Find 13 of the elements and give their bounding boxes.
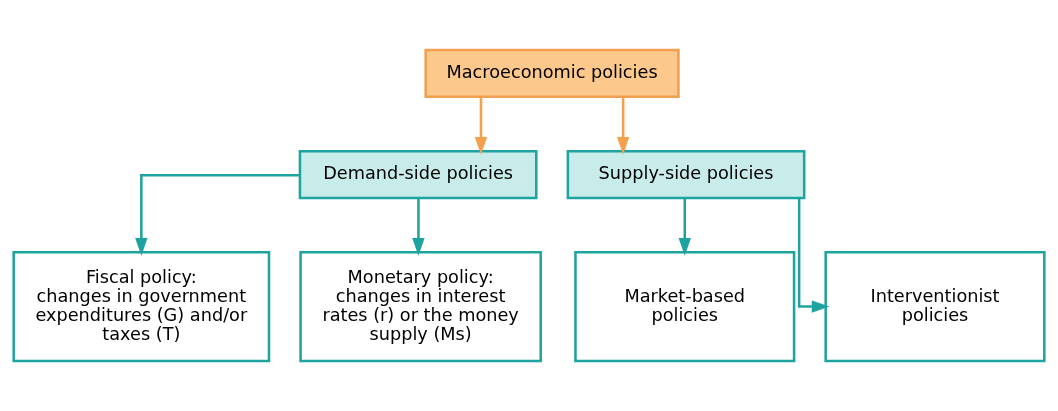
node-box: Monetary policy: changes in interest rates (r) or the money supply (Ms): [299, 251, 542, 363]
node-box: Fiscal policy: changes in government expenditures (G) and/or taxes (T): [12, 251, 271, 363]
node-box: Interventionist policies: [824, 251, 1046, 363]
node-box: Demand-side policies: [298, 149, 538, 200]
arrow: [474, 96, 488, 155]
arrow: [412, 198, 425, 256]
arrow: [678, 198, 691, 256]
arrow: [797, 198, 830, 313]
arrow: [135, 173, 300, 256]
arrow: [616, 96, 630, 155]
node-box: Supply-side policies: [566, 149, 806, 200]
node-box: Market-based policies: [574, 251, 796, 363]
node-box: Macroeconomic policies: [424, 48, 680, 99]
